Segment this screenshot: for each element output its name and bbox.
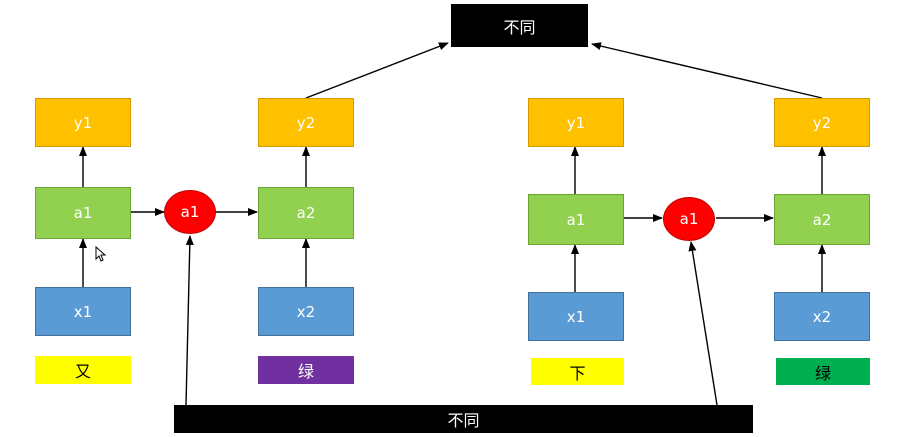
arrow-y2-top-right [591, 42, 823, 99]
right-x1-box: x1 [528, 292, 624, 341]
left-x1-box: x1 [35, 287, 131, 336]
left-x2-box: x2 [258, 287, 354, 336]
left-y2-box: y2 [258, 98, 354, 147]
left-shared-a1-circle: a1 [164, 190, 216, 234]
bottom-diff-bar: 不同 [174, 405, 753, 433]
arrow-bar-circle-right [688, 241, 718, 406]
left-a1-box: a1 [35, 187, 131, 239]
arrow-y2-top-left [305, 42, 449, 99]
right-x2-box: x2 [774, 292, 870, 341]
left-label-you: 又 [35, 356, 131, 384]
right-y1-box: y1 [528, 98, 624, 147]
left-a2-box: a2 [258, 187, 354, 239]
arrow-bar-circle-left [185, 235, 194, 406]
right-label-lv: 绿 [776, 358, 870, 385]
mouse-cursor-icon [95, 246, 107, 262]
left-y1-box: y1 [35, 98, 131, 147]
left-label-lv: 绿 [258, 356, 354, 384]
right-a2-box: a2 [774, 194, 870, 245]
right-label-xia: 下 [531, 358, 624, 385]
right-y2-box: y2 [774, 98, 870, 147]
right-a1-box: a1 [528, 194, 624, 245]
top-diff-box: 不同 [451, 4, 588, 47]
right-shared-a1-circle: a1 [663, 197, 715, 241]
